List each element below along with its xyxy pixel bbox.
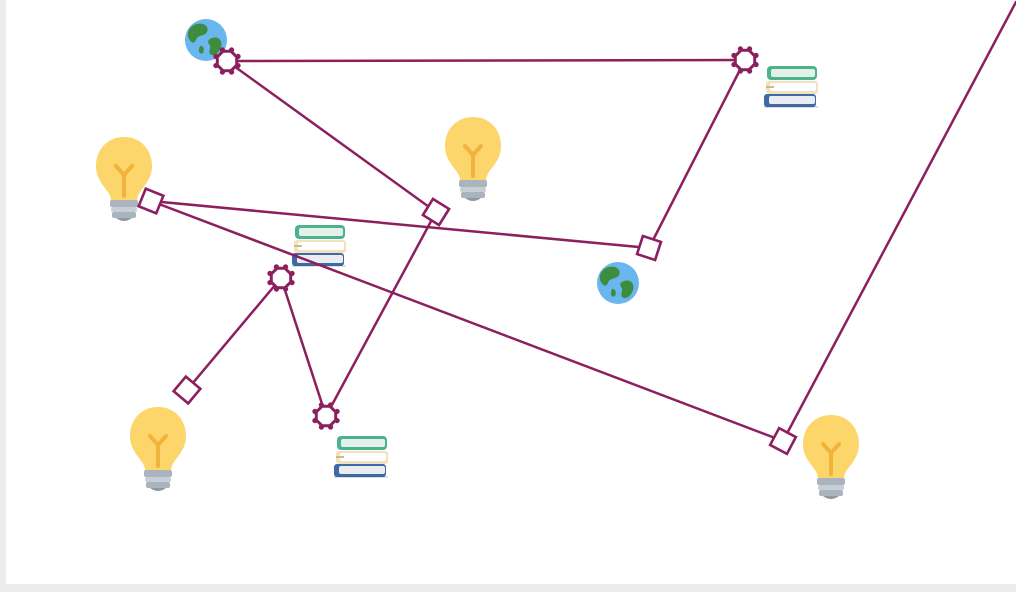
edge-n1-n2 [225,58,747,63]
diagram-canvas [6,0,1016,584]
light-bulb-icon-left [96,137,152,221]
edge-n2-n5 [647,58,747,250]
globe-icon-top-left [185,19,227,61]
book-stack-icon-center [292,225,346,267]
edge-n3-n9 [149,199,785,443]
edge-n3-n5 [149,199,651,250]
node-n4[interactable] [421,197,451,227]
light-bulb-icon-bottom-right [803,415,859,499]
edge-n6-n8 [279,276,328,418]
node-n6[interactable] [267,264,295,292]
node-n2[interactable] [731,46,759,74]
edge-n4-n8 [324,210,438,418]
network-diagram [96,0,1016,499]
node-n5[interactable] [635,234,663,262]
node-n8[interactable] [312,402,340,430]
node-n3[interactable] [136,186,166,216]
node-n9[interactable] [768,426,798,456]
edge-n6-n7 [185,276,283,392]
light-bulb-icon-bottom-left [130,407,186,491]
light-bulb-icon-top-center [445,117,501,201]
book-stack-icon-bottom [334,436,388,478]
edge-n9-n10 [781,0,1016,443]
book-stack-icon-top-right [764,66,818,108]
node-n1[interactable] [213,47,241,75]
node-n7[interactable] [171,374,203,406]
edge-n1-n4 [225,59,438,214]
globe-icon-center [597,262,639,304]
